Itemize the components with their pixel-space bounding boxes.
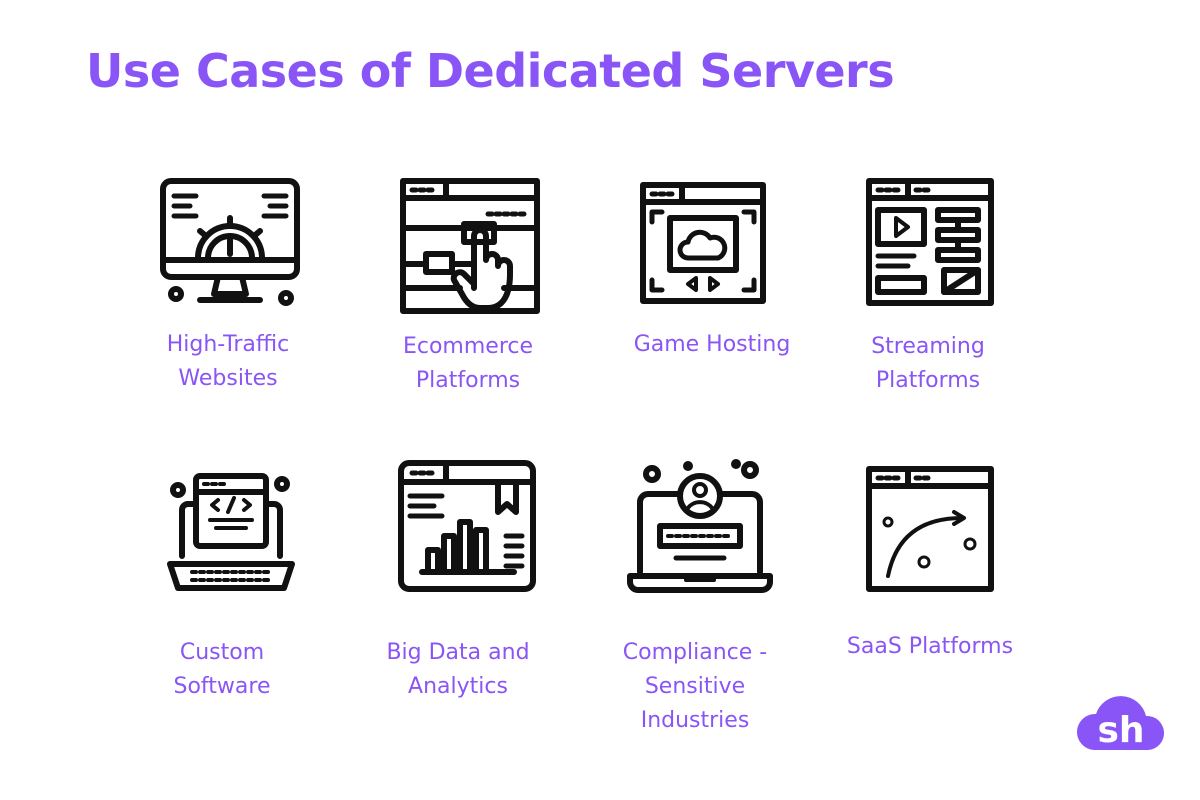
label-big-data: Big Data and Analytics (386, 640, 530, 699)
page-title: Use Cases of Dedicated Servers (86, 44, 895, 98)
monitor-speedometer-icon (160, 178, 300, 308)
label-custom-software: Custom Software (173, 640, 271, 699)
browser-click-hand-icon (400, 178, 540, 314)
laptop-user-profile-icon (626, 458, 774, 594)
label-saas: SaaS Platforms (846, 634, 1014, 659)
browser-video-layout-icon (866, 178, 994, 306)
cloud-sh-logo-icon: sh (1074, 682, 1168, 754)
label-high-traffic: High-Traffic Websites (166, 332, 290, 391)
browser-bar-chart-icon (398, 460, 536, 592)
label-streaming: Streaming Platforms (871, 334, 985, 393)
label-ecommerce: Ecommerce Platforms (402, 334, 534, 393)
label-compliance: Compliance - Sensitive Industries (622, 640, 768, 733)
logo-text: sh (1097, 710, 1144, 751)
label-game-hosting: Game Hosting (633, 332, 791, 357)
browser-cloud-media-icon (640, 182, 766, 304)
browser-growth-curve-icon (866, 466, 994, 592)
laptop-code-icon (166, 470, 296, 592)
